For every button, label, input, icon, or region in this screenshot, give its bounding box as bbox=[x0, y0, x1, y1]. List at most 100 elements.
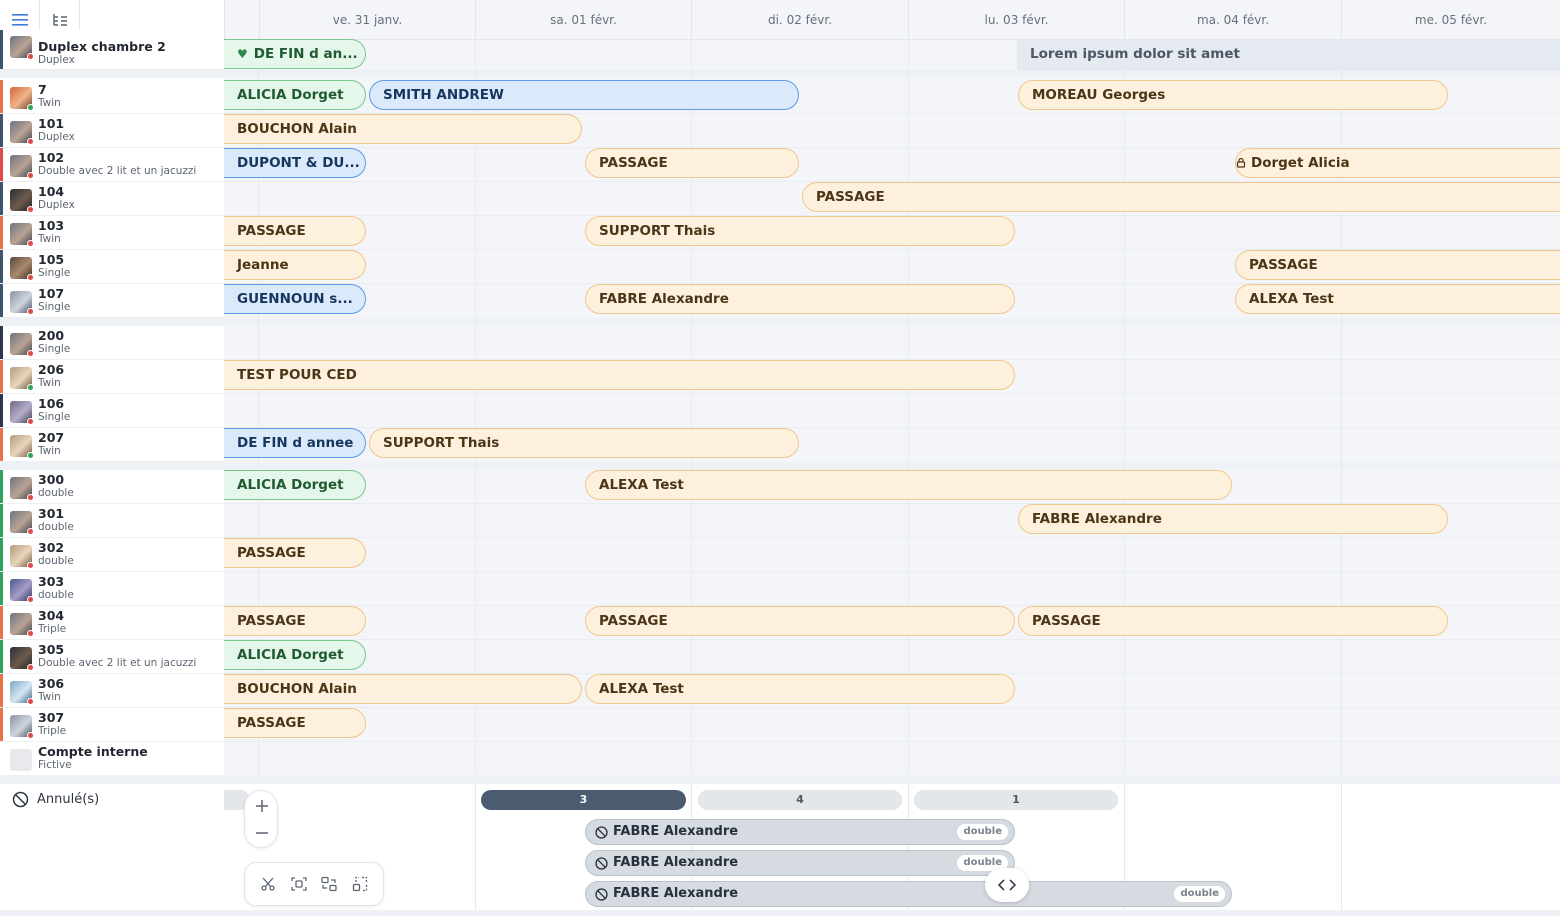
tree-view-button[interactable] bbox=[40, 0, 80, 40]
room-row[interactable]: 102 Double avec 2 lit et un jacuzzi bbox=[0, 148, 224, 182]
booking-bar[interactable]: Jeanne bbox=[224, 250, 366, 280]
booking-bar[interactable]: MOREAU Georges bbox=[1018, 80, 1448, 110]
date-header-cell[interactable]: di. 02 févr. bbox=[691, 0, 908, 40]
split-tool-button[interactable] bbox=[256, 872, 280, 896]
room-row[interactable]: 101 Duplex bbox=[0, 114, 224, 148]
room-row[interactable]: 304 Triple bbox=[0, 606, 224, 640]
room-row[interactable]: Compte interne Fictive bbox=[0, 742, 224, 776]
booking-label: ALICIA Dorget bbox=[237, 477, 344, 493]
booking-bar[interactable]: PASSAGE bbox=[1018, 606, 1448, 636]
grid-line bbox=[691, 40, 692, 775]
cancel-count-pill[interactable]: 4 bbox=[698, 790, 902, 810]
room-row[interactable]: 301 double bbox=[0, 504, 224, 538]
booking-bar[interactable]: ALEXA Test bbox=[585, 674, 1015, 704]
booking-bar[interactable]: Lorem ipsum dolor sit amet bbox=[1017, 40, 1560, 70]
cancelled-booking[interactable]: FABRE Alexandre double bbox=[585, 819, 1015, 845]
room-color-stripe bbox=[0, 114, 3, 147]
focus-tool-button[interactable] bbox=[287, 872, 311, 896]
status-dot bbox=[27, 418, 34, 425]
booking-label: PASSAGE bbox=[237, 223, 306, 239]
booking-bar[interactable]: SUPPORT Thais bbox=[585, 216, 1015, 246]
booking-bar[interactable]: GUENNOUN s... bbox=[224, 284, 366, 314]
booking-bar[interactable]: BOUCHON Alain bbox=[224, 674, 582, 704]
room-row[interactable]: 104 Duplex bbox=[0, 182, 224, 216]
row-line bbox=[224, 673, 1560, 674]
zoom-in-button[interactable] bbox=[245, 792, 279, 820]
room-row[interactable]: 303 double bbox=[0, 572, 224, 606]
room-row[interactable]: 207 Twin bbox=[0, 428, 224, 462]
grid-line bbox=[258, 40, 259, 775]
room-thumbnail bbox=[10, 613, 32, 635]
booking-label: DE FIN d an... bbox=[253, 46, 358, 62]
cancelled-label[interactable]: Annulé(s) bbox=[12, 791, 99, 808]
menu-button[interactable] bbox=[0, 0, 40, 40]
booking-bar[interactable]: PASSAGE bbox=[224, 708, 366, 738]
room-number: 306 bbox=[38, 676, 65, 691]
room-type-tag: double bbox=[957, 824, 1008, 840]
cancelled-booking[interactable]: FABRE Alexandre double bbox=[585, 881, 1232, 907]
booking-bar[interactable]: DE FIN d annee bbox=[224, 428, 366, 458]
status-dot bbox=[27, 664, 34, 671]
date-header-cell[interactable]: ve. 31 janv. bbox=[259, 0, 475, 40]
booking-bar[interactable]: DUPONT & DU... bbox=[224, 148, 366, 178]
row-line bbox=[224, 537, 1560, 538]
date-header-cell[interactable]: sa. 01 févr. bbox=[475, 0, 691, 40]
booking-bar[interactable]: ALICIA Dorget bbox=[224, 470, 366, 500]
booking-bar[interactable]: FABRE Alexandre bbox=[1018, 504, 1448, 534]
room-row[interactable]: 107 Single bbox=[0, 284, 224, 318]
booking-bar[interactable]: Dorget Alicia bbox=[1235, 148, 1560, 178]
scroll-nav-button[interactable] bbox=[985, 868, 1029, 902]
room-thumbnail bbox=[10, 435, 32, 457]
planning-grid[interactable]: ♥DE FIN d an... Lorem ipsum dolor sit am… bbox=[224, 39, 1560, 780]
booking-bar[interactable]: PASSAGE bbox=[224, 538, 366, 568]
room-row[interactable]: Duplex chambre 2 Duplex bbox=[0, 30, 224, 70]
row-line bbox=[224, 427, 1560, 428]
row-line bbox=[224, 215, 1560, 216]
swap-tool-button[interactable] bbox=[317, 872, 341, 896]
room-row[interactable]: 307 Triple bbox=[0, 708, 224, 742]
room-number: 207 bbox=[38, 430, 65, 445]
booking-bar[interactable]: PASSAGE bbox=[1235, 250, 1560, 280]
booking-label: FABRE Alexandre bbox=[613, 886, 739, 901]
status-dot bbox=[27, 384, 34, 391]
booking-bar[interactable]: ALEXA Test bbox=[585, 470, 1232, 500]
grid-line bbox=[1341, 784, 1342, 910]
room-row[interactable]: 7 Twin bbox=[0, 80, 224, 114]
booking-bar[interactable]: ♥DE FIN d an... bbox=[224, 39, 366, 69]
room-row[interactable]: 206 Twin bbox=[0, 360, 224, 394]
room-number: 107 bbox=[38, 286, 65, 301]
booking-bar[interactable]: ALEXA Test bbox=[1235, 284, 1560, 314]
booking-bar[interactable]: TEST POUR CED bbox=[224, 360, 1015, 390]
booking-bar[interactable]: SMITH ANDREW bbox=[369, 80, 799, 110]
room-row[interactable]: 105 Single bbox=[0, 250, 224, 284]
cancel-count-pill[interactable]: 1 bbox=[914, 790, 1118, 810]
booking-bar[interactable]: PASSAGE bbox=[585, 148, 799, 178]
room-row[interactable]: 106 Single bbox=[0, 394, 224, 428]
cancelled-booking[interactable]: FABRE Alexandre double bbox=[585, 850, 1015, 876]
booking-bar[interactable]: SUPPORT Thais bbox=[369, 428, 799, 458]
unlink-tool-button[interactable] bbox=[348, 872, 372, 896]
room-row[interactable]: 305 Double avec 2 lit et un jacuzzi bbox=[0, 640, 224, 674]
date-header-cell[interactable]: ma. 04 févr. bbox=[1124, 0, 1341, 40]
booking-label: ALICIA Dorget bbox=[237, 647, 344, 663]
cancel-count-pill[interactable]: 3 bbox=[481, 790, 686, 810]
room-number: 104 bbox=[38, 184, 65, 199]
booking-bar[interactable]: PASSAGE bbox=[585, 606, 1015, 636]
room-row[interactable]: 300 double bbox=[0, 470, 224, 504]
booking-bar[interactable]: PASSAGE bbox=[224, 216, 366, 246]
booking-bar[interactable]: ALICIA Dorget bbox=[224, 640, 366, 670]
room-row[interactable]: 306 Twin bbox=[0, 674, 224, 708]
room-row[interactable]: 302 double bbox=[0, 538, 224, 572]
zoom-out-button[interactable] bbox=[245, 819, 279, 847]
date-header-cell[interactable]: lu. 03 févr. bbox=[908, 0, 1124, 40]
room-row[interactable]: 103 Twin bbox=[0, 216, 224, 250]
date-header-cell[interactable]: me. 05 févr. bbox=[1341, 0, 1560, 40]
booking-bar[interactable]: FABRE Alexandre bbox=[585, 284, 1015, 314]
room-row[interactable]: 200 Single bbox=[0, 326, 224, 360]
booking-bar[interactable]: PASSAGE bbox=[224, 606, 366, 636]
booking-bar[interactable]: BOUCHON Alain bbox=[224, 114, 582, 144]
row-line bbox=[224, 359, 1560, 360]
booking-bar[interactable]: PASSAGE bbox=[802, 182, 1560, 212]
booking-bar[interactable]: ALICIA Dorget bbox=[224, 80, 366, 110]
